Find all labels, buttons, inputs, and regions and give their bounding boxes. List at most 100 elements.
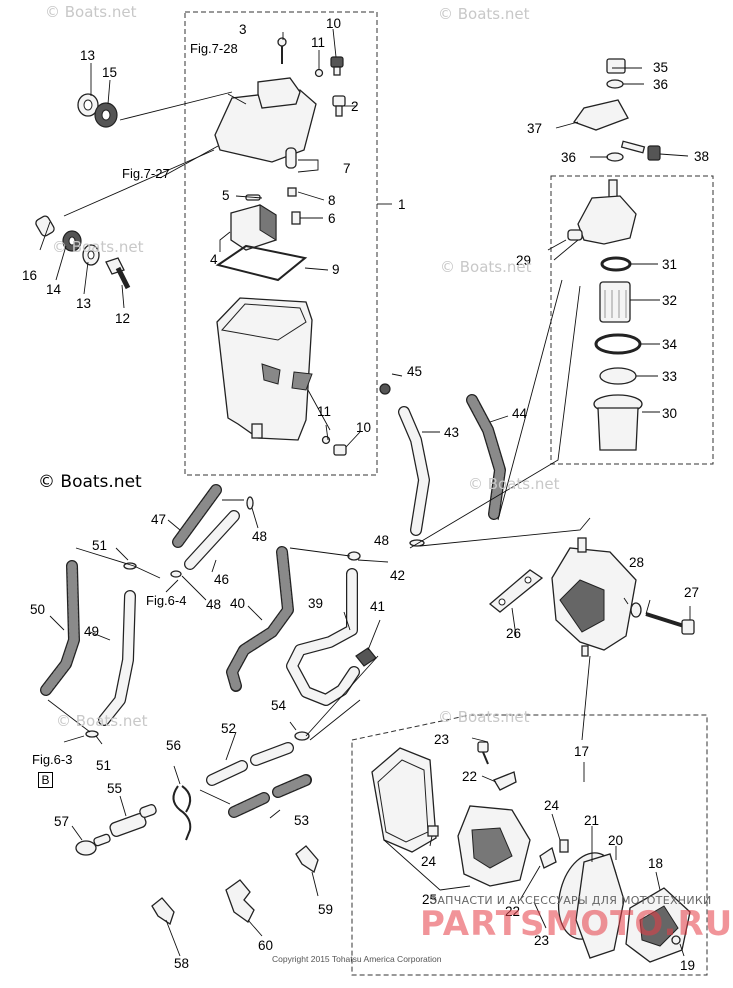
- connector-55: [109, 804, 157, 837]
- callout-20: 20: [608, 833, 623, 848]
- callout-46: 46: [214, 572, 229, 587]
- figure-ref-6-4: Fig.6-4: [146, 593, 187, 608]
- screw-24-left: [427, 825, 439, 837]
- callout-5: 5: [222, 188, 230, 203]
- callout-49: 49: [84, 624, 99, 639]
- spacer-16: [35, 215, 55, 237]
- screw-24-right: [559, 839, 569, 853]
- clip-54: [294, 731, 310, 741]
- watermark-boats-net: © Boats.net: [440, 258, 532, 276]
- callout-31: 31: [662, 257, 677, 272]
- callout-4: 4: [210, 252, 218, 267]
- callout-58: 58: [174, 956, 189, 971]
- washer-11-top: [314, 68, 324, 78]
- watermark-boats-net: © Boats.net: [56, 712, 148, 730]
- filter-cup-30: [593, 394, 643, 451]
- footer-copyright: Copyright 2015 Tohatsu America Corporati…: [272, 954, 442, 964]
- watermark-boats-net: © Boats.net: [438, 5, 530, 23]
- hose-49: [98, 590, 136, 726]
- callout-14: 14: [46, 282, 62, 297]
- washer-28: [630, 602, 642, 618]
- fuel-tank-cover: [214, 37, 317, 163]
- callout-34: 34: [662, 337, 678, 352]
- valve-22-top: [493, 771, 517, 791]
- callout-10-bottom: 10: [356, 420, 371, 435]
- hose-53: [228, 774, 312, 818]
- hose-50: [40, 560, 80, 696]
- callout-13-bottom: 13: [76, 296, 91, 311]
- callout-3: 3: [239, 22, 247, 37]
- callout-16: 16: [22, 268, 37, 283]
- callout-42: 42: [390, 568, 405, 583]
- grommet-15: [94, 102, 118, 128]
- hose-39: [286, 568, 360, 706]
- gasket-20: [575, 853, 625, 959]
- washer-36-top: [606, 79, 624, 89]
- callout-12: 12: [115, 311, 130, 326]
- callout-36-bottom: 36: [561, 150, 576, 165]
- callout-47: 47: [151, 512, 166, 527]
- callout-53: 53: [294, 813, 309, 828]
- callout-15: 15: [102, 65, 117, 80]
- callout-48-left: 48: [206, 597, 221, 612]
- washer-11-bottom: [321, 435, 331, 445]
- callout-19: 19: [680, 958, 695, 973]
- group-box-fuel-tank-assembly: [184, 11, 378, 476]
- nut-35: [606, 58, 626, 74]
- washer-13-bottom: [82, 244, 100, 266]
- hose-47: [172, 484, 222, 548]
- watermark-boats-net: © Boats.net: [438, 708, 530, 726]
- o-ring-34: [594, 333, 642, 355]
- plug-57: [75, 833, 111, 856]
- clip-51-top: [123, 562, 137, 570]
- callout-33: 33: [662, 369, 677, 384]
- callout-52: 52: [221, 721, 236, 736]
- watermark-boats-net: © Boats.net: [52, 238, 144, 256]
- pump-housing-center: [457, 805, 531, 887]
- figure-ref-7-28: Fig.7-28: [190, 41, 238, 56]
- callout-60: 60: [258, 938, 273, 953]
- hose-43: [398, 406, 430, 536]
- bolt-27: [645, 612, 695, 635]
- shop-logo: PARTSMOTO.RU: [420, 904, 733, 944]
- callout-28: 28: [629, 555, 644, 570]
- screw-10-top: [330, 56, 344, 76]
- callout-23-top: 23: [434, 732, 449, 747]
- clip-51-bottom: [85, 730, 99, 738]
- callout-51-bottom: 51: [96, 758, 111, 773]
- leader-lines: [39, 28, 691, 957]
- hose-40: [226, 546, 294, 692]
- needle-valve-6: [291, 211, 301, 225]
- callout-30: 30: [662, 406, 677, 421]
- callout-32: 32: [662, 293, 677, 308]
- watermark-boats-net: © Boats.net: [45, 3, 137, 21]
- gasket-9: [215, 244, 308, 282]
- bolt-38: [620, 140, 661, 161]
- callout-55: 55: [107, 781, 122, 796]
- clamp-60: [225, 879, 255, 923]
- filter-head-29: [567, 179, 637, 245]
- callout-45: 45: [407, 364, 422, 379]
- clip-48-upper: [246, 496, 254, 510]
- callout-51-top: 51: [92, 538, 107, 553]
- clamp-59: [295, 845, 319, 874]
- callout-26: 26: [506, 626, 521, 641]
- clip-45: [379, 383, 391, 395]
- callout-48-upper: 48: [252, 529, 267, 544]
- tie-56: [172, 785, 192, 841]
- washer-36-bottom: [606, 152, 624, 162]
- callout-21: 21: [584, 813, 599, 828]
- callout-25: 25: [422, 892, 437, 907]
- callout-50: 50: [30, 602, 45, 617]
- callout-29: 29: [516, 253, 531, 268]
- screw-2: [332, 95, 346, 117]
- pump-cover-25: [371, 747, 437, 853]
- gasket-26: [488, 569, 544, 613]
- hose-44: [466, 394, 506, 520]
- callout-24-right: 24: [544, 798, 560, 813]
- o-ring-33: [599, 367, 637, 385]
- callout-23-bottom: 23: [534, 933, 549, 948]
- callout-41: 41: [370, 599, 385, 614]
- screw-10-bottom: [333, 444, 347, 456]
- callout-54: 54: [271, 698, 287, 713]
